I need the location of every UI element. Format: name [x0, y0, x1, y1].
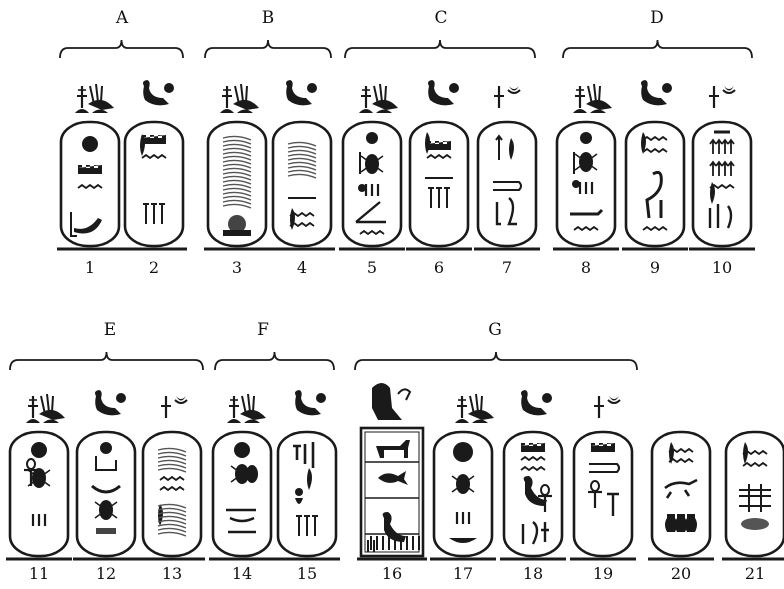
cartouche-11: [6, 432, 72, 559]
number-10: 10: [712, 258, 732, 277]
bracket-e: [10, 352, 203, 370]
number-2: 2: [149, 258, 159, 277]
cartouche-9: [622, 122, 688, 249]
title-glyphs-7: [494, 86, 520, 108]
cartouche-18: [500, 432, 566, 559]
group-label-a: A: [116, 8, 128, 28]
number-8: 8: [581, 258, 591, 277]
cartouche-10: [689, 122, 755, 249]
bracket-a: [60, 40, 183, 58]
group-label-g: G: [488, 320, 502, 340]
cartouche-1: [57, 122, 123, 249]
number-13: 13: [162, 564, 182, 583]
bracket-b: [205, 40, 331, 58]
cartouche-14: [209, 432, 275, 559]
number-12: 12: [96, 564, 116, 583]
title-glyphs-row2-6: [455, 394, 494, 423]
title-glyphs-row2-5: [295, 390, 326, 415]
number-4: 4: [297, 258, 307, 277]
cartouche-19: [570, 432, 636, 559]
title-glyphs-row2-3: [161, 396, 187, 418]
cartouche-8: [553, 122, 619, 249]
title-glyphs-row2-8: [594, 396, 620, 418]
cartouche-5: [339, 122, 405, 249]
title-glyphs-8: [573, 84, 612, 113]
cartouche-13: [139, 432, 205, 559]
group-label-d: D: [650, 8, 664, 28]
group-label-c: C: [434, 8, 447, 28]
cartouche-3: [204, 122, 270, 249]
number-14: 14: [232, 564, 252, 583]
owl-glyph: [372, 383, 410, 420]
cartouche-7: [474, 122, 540, 249]
title-glyphs-10: [709, 86, 735, 108]
number-1: 1: [85, 258, 95, 277]
group-label-b: B: [262, 8, 275, 28]
cartouche-20: [648, 432, 714, 559]
title-glyphs-4: [286, 80, 317, 105]
number-9: 9: [650, 258, 660, 277]
number-21: 21: [745, 564, 765, 583]
cartouche-12: [73, 432, 139, 559]
number-15: 15: [297, 564, 317, 583]
number-16: 16: [382, 564, 402, 583]
cartouche-6: [406, 122, 472, 249]
title-glyphs-2: [143, 80, 174, 105]
number-18: 18: [523, 564, 543, 583]
title-glyphs-1: [75, 84, 114, 113]
cartouche-21: [722, 432, 784, 559]
number-7: 7: [502, 258, 512, 277]
cartouche-17: [430, 432, 496, 559]
title-glyphs-3: [220, 84, 259, 113]
cartouche-4: [269, 122, 335, 249]
number-19: 19: [593, 564, 613, 583]
cartouche-2: [121, 122, 187, 249]
cartouche-15: [274, 432, 340, 559]
bracket-d: [563, 40, 752, 58]
bracket-c: [345, 40, 535, 58]
title-glyphs-row2-7: [521, 390, 552, 415]
title-glyphs-row2-1: [26, 394, 65, 423]
number-20: 20: [671, 564, 691, 583]
cartouche-16: [357, 428, 427, 559]
bracket-f: [215, 352, 334, 370]
title-glyphs-row2-4: [227, 394, 266, 423]
number-3: 3: [232, 258, 242, 277]
group-label-e: E: [104, 320, 116, 340]
title-glyphs-6: [428, 80, 459, 105]
title-glyphs-row2-2: [95, 390, 126, 415]
number-5: 5: [367, 258, 377, 277]
number-6: 6: [434, 258, 444, 277]
title-glyphs-9: [641, 80, 672, 105]
group-label-f: F: [257, 320, 269, 340]
bracket-g: [355, 352, 637, 370]
number-11: 11: [29, 564, 49, 583]
title-glyphs-5: [359, 84, 398, 113]
number-17: 17: [453, 564, 473, 583]
